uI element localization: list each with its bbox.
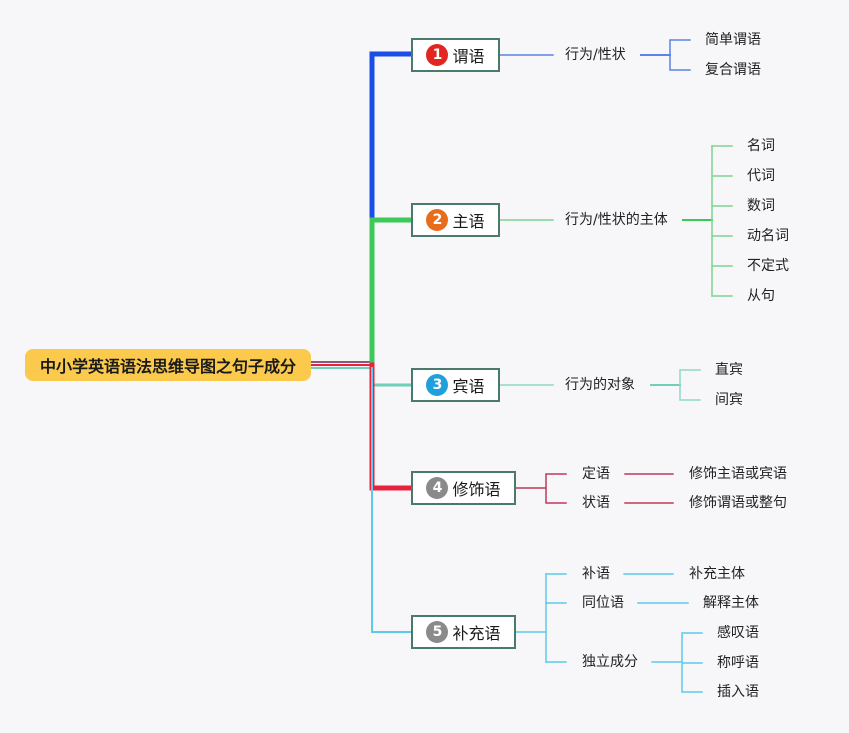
leaf-item[interactable]: 数词	[747, 198, 775, 214]
sub-item-label[interactable]: 同位语	[582, 595, 624, 611]
branch-label: 修饰语	[452, 480, 501, 499]
sub-item-detail[interactable]: 修饰主语或宾语	[689, 466, 787, 482]
branch-desc[interactable]: 行为/性状的主体	[565, 212, 668, 228]
sub-item-label[interactable]: 独立成分	[582, 654, 638, 670]
branch-label: 主语	[452, 212, 485, 231]
branch-node-complement[interactable]: 5 补充语	[411, 615, 516, 649]
number-circle-icon: 5	[426, 621, 449, 643]
sub-item-label[interactable]: 状语	[582, 495, 610, 511]
branch-node-subject[interactable]: 2 主语	[411, 203, 500, 237]
branch-desc[interactable]: 行为/性状	[565, 47, 626, 63]
number-circle-icon: 1	[426, 44, 449, 66]
leaf-item[interactable]: 动名词	[747, 228, 789, 244]
number-circle-icon: 4	[426, 477, 449, 499]
branch-node-modifier[interactable]: 4 修饰语	[411, 471, 516, 505]
leaf-item[interactable]: 插入语	[717, 684, 759, 700]
branch-label: 宾语	[452, 377, 485, 396]
branch-node-predicate[interactable]: 1 谓语	[411, 38, 500, 72]
number-circle-icon: 3	[426, 374, 449, 396]
leaf-item[interactable]: 称呼语	[717, 655, 759, 671]
leaf-item[interactable]: 感叹语	[717, 625, 759, 641]
branch-desc[interactable]: 行为的对象	[565, 377, 635, 393]
branch-node-object[interactable]: 3 宾语	[411, 368, 500, 402]
sub-item-label[interactable]: 定语	[582, 466, 610, 482]
leaf-item[interactable]: 复合谓语	[705, 62, 761, 78]
leaf-item[interactable]: 代词	[747, 168, 775, 184]
leaf-item[interactable]: 简单谓语	[705, 32, 761, 48]
leaf-item[interactable]: 不定式	[747, 258, 789, 274]
sub-item-detail[interactable]: 补充主体	[689, 566, 745, 582]
leaf-item[interactable]: 从句	[747, 288, 775, 304]
leaf-item[interactable]: 直宾	[715, 362, 743, 378]
sub-item-detail[interactable]: 解释主体	[703, 595, 759, 611]
sub-item-label[interactable]: 补语	[582, 566, 610, 582]
sub-item-detail[interactable]: 修饰谓语或整句	[689, 495, 787, 511]
branch-label: 补充语	[452, 624, 501, 643]
leaf-item[interactable]: 间宾	[715, 392, 743, 408]
root-topic[interactable]: 中小学英语语法思维导图之句子成分	[25, 349, 311, 381]
branch-label: 谓语	[452, 47, 485, 66]
leaf-item[interactable]: 名词	[747, 138, 775, 154]
number-circle-icon: 2	[426, 209, 449, 231]
